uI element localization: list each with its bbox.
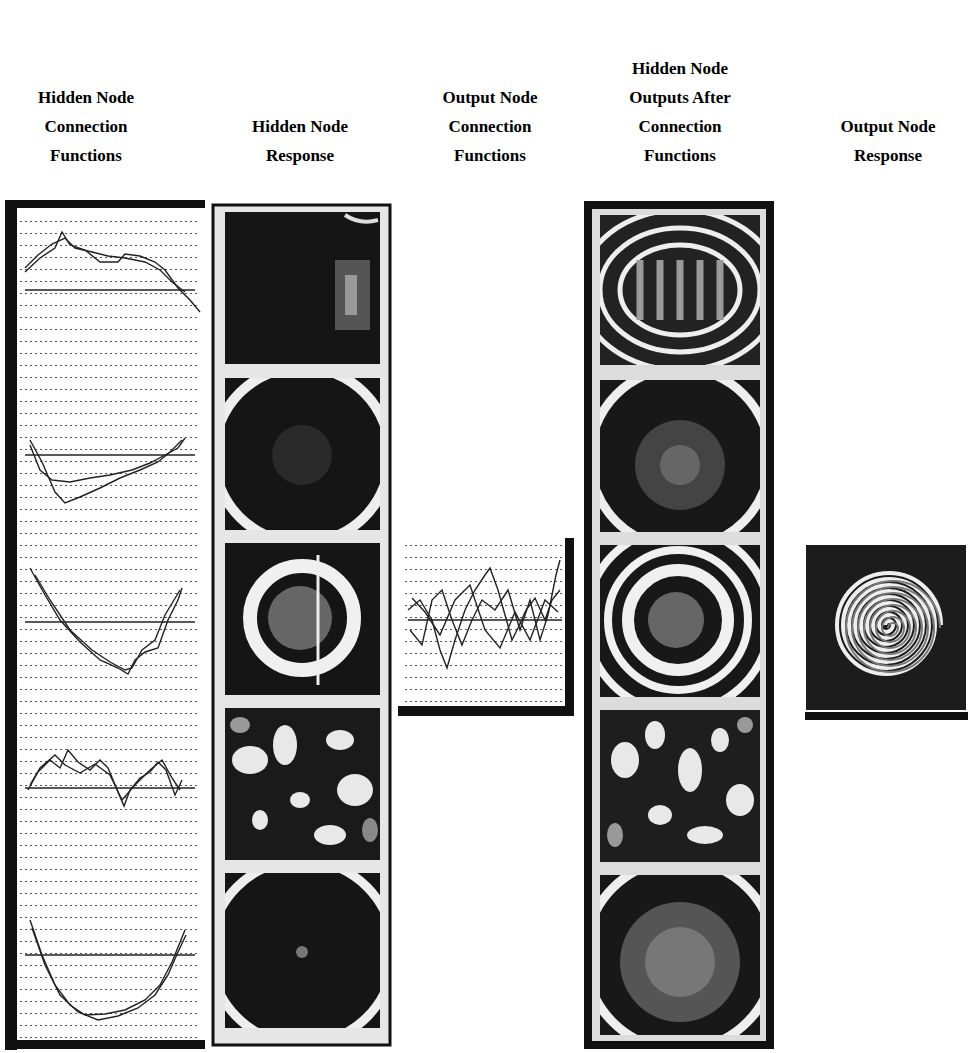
connection-function-plots [5, 200, 205, 1050]
column-heading: Hidden Node Connection Functions [30, 83, 142, 170]
hidden-node-response-images [210, 205, 394, 1045]
column-heading: Hidden Node Response [244, 112, 356, 170]
weighted-hidden-output-images [580, 205, 780, 1050]
column-heading: Output Node Response [829, 112, 947, 170]
output-connection-function-plot [398, 538, 574, 716]
output-spiral-image [805, 545, 968, 720]
column-heading: Hidden Node Outputs After Connection Fun… [621, 54, 739, 170]
column-heading: Output Node Connection Functions [434, 83, 546, 170]
